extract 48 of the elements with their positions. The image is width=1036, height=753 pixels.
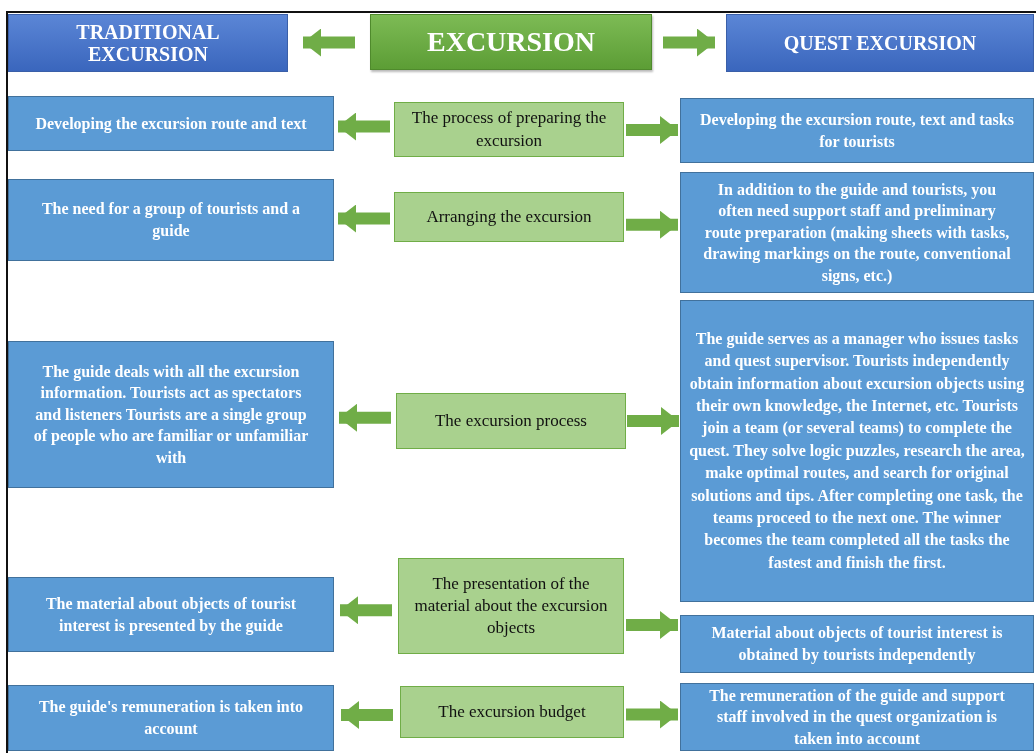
process-box — [398, 558, 624, 654]
block-arrow — [626, 210, 678, 239]
box-text: The excursion process — [435, 409, 587, 432]
box-text: The need for a group of tourists and a guide — [40, 199, 302, 242]
box-text: The presentation of the material about the excursion objects — [413, 572, 609, 640]
box-text: The remuneration of the guide and support staff involved in the quest organization is taken into account — [708, 685, 1006, 749]
box-text: In addition to the guide and tourists, you often need support staff and preliminary route preparation (making sheets with tasks, drawing markings on the route, conventional signs, etc.) — [702, 179, 1012, 287]
box-text: Developing the excursion route and text — [35, 113, 307, 135]
block-arrow — [663, 28, 715, 57]
box-text: The process of preparing the excursion — [410, 107, 608, 152]
info-box — [680, 300, 1034, 602]
box-text: Developing the excursion route, text and tasks for tourists — [699, 109, 1015, 152]
process-box — [396, 393, 626, 449]
box-text: TRADITIONAL EXCURSION — [75, 21, 221, 65]
block-arrow — [339, 403, 391, 432]
box-text: The guide serves as a manager who issues tasks and quest supervisor. Tourists independently obtain information about excursion objects using their own knowledge, the Internet, etc. Tourists join a team (or several teams) to complete the quest. They solve logic puzzles, research the area, make optimal routes, and search for original solutions and tips. After completing one task, the teams proceed to the next one. The winner becomes the team completed all the tasks the fastest and finish the first. — [689, 328, 1025, 573]
box-text: The guide's remuneration is taken into account — [37, 697, 305, 739]
block-arrow — [626, 611, 678, 639]
header-box — [726, 14, 1034, 72]
box-text: Arranging the excursion — [426, 205, 592, 228]
info-box — [8, 685, 334, 751]
info-box — [8, 577, 334, 652]
box-text: The material about objects of tourist interest is presented by the guide — [44, 593, 298, 637]
process-box — [400, 686, 624, 738]
box-text: The excursion budget — [438, 700, 586, 723]
title-box — [370, 14, 652, 70]
info-box — [680, 615, 1034, 673]
box-text: Material about objects of tourist interest is obtained by tourists independently — [710, 623, 1004, 666]
process-box — [394, 192, 624, 242]
block-arrow — [626, 116, 678, 144]
header-box — [8, 14, 288, 72]
box-text: QUEST EXCURSION — [783, 32, 977, 54]
process-box — [394, 102, 624, 157]
block-arrow — [626, 700, 678, 729]
info-box — [8, 341, 334, 488]
block-arrow — [338, 112, 390, 141]
info-box — [680, 683, 1034, 751]
block-arrow — [341, 701, 393, 729]
box-text: EXCURSION — [427, 26, 595, 58]
block-arrow — [303, 28, 355, 57]
info-box — [8, 96, 334, 151]
info-box — [680, 172, 1034, 293]
info-box — [680, 98, 1034, 163]
block-arrow — [627, 407, 679, 435]
info-box — [8, 179, 334, 261]
box-text: The guide deals with all the excursion information. Tourists act as spectators and listeners Tourists are a single group of people who are familiar or unfamiliar with — [32, 361, 310, 468]
block-arrow — [338, 204, 390, 233]
block-arrow — [340, 596, 392, 625]
